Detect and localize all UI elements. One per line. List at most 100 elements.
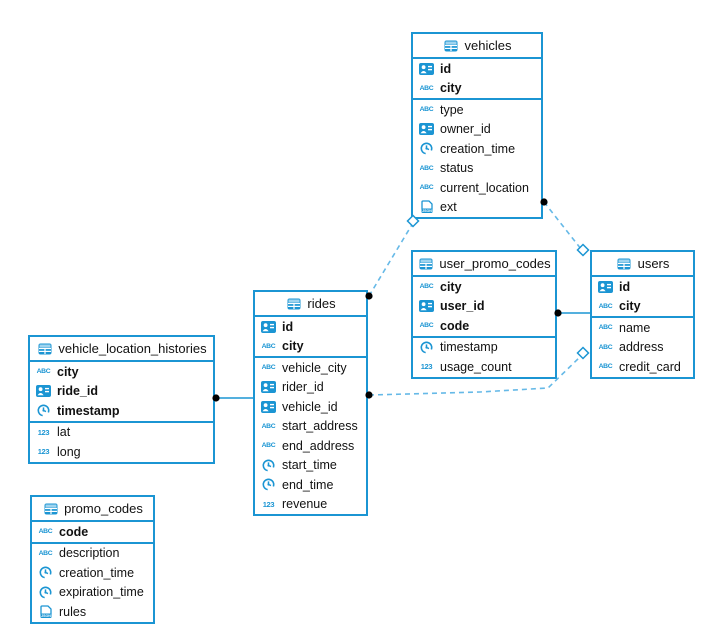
- table-title: users: [637, 256, 670, 271]
- text-icon: ABC: [419, 106, 434, 114]
- column-name: description: [59, 546, 120, 561]
- column-name: id: [282, 319, 294, 334]
- column-name: rider_id: [282, 380, 324, 395]
- text-icon: ABC: [261, 342, 276, 350]
- table-header[interactable]: users: [592, 252, 693, 277]
- id-icon: [260, 381, 277, 394]
- column-name: status: [440, 161, 474, 176]
- column-row-id[interactable]: id: [592, 277, 693, 297]
- column-row-owner_id[interactable]: owner_id: [413, 120, 541, 140]
- column-row-id[interactable]: id: [255, 317, 366, 337]
- text-icon: ABC: [38, 549, 53, 557]
- table-header[interactable]: vehicles: [413, 34, 541, 59]
- column-name: long: [57, 444, 81, 459]
- column-row-id[interactable]: id: [413, 59, 541, 79]
- column-name: end_address: [282, 438, 355, 453]
- column-row-timestamp[interactable]: timestamp: [30, 401, 213, 421]
- table-icon: [417, 258, 434, 270]
- column-name: lat: [57, 425, 71, 440]
- column-row-name[interactable]: ABC name: [592, 318, 693, 338]
- column-name: id: [440, 61, 452, 76]
- key-separator: [30, 420, 213, 423]
- table-icon: [616, 258, 633, 270]
- column-name: rules: [59, 604, 87, 619]
- table-header[interactable]: promo_codes: [32, 497, 153, 522]
- column-row-rules[interactable]: JSON rules: [32, 602, 153, 622]
- column-name: current_location: [440, 180, 529, 195]
- text-icon: ABC: [261, 422, 276, 430]
- column-row-creation_time[interactable]: creation_time: [32, 563, 153, 583]
- column-name: id: [619, 279, 631, 294]
- column-row-ext[interactable]: JSON ext: [413, 198, 541, 218]
- column-name: creation_time: [59, 565, 135, 580]
- column-name: ride_id: [57, 384, 98, 399]
- text-icon: ABC: [419, 322, 434, 330]
- column-name: timestamp: [57, 403, 120, 418]
- column-name: name: [619, 320, 651, 335]
- column-name: vehicle_city: [282, 360, 347, 375]
- table-title: promo_codes: [64, 501, 143, 516]
- number-icon: 123: [37, 447, 50, 457]
- id-icon: [418, 123, 435, 136]
- column-row-timestamp[interactable]: timestamp: [413, 338, 555, 358]
- time-icon: [418, 142, 435, 155]
- column-row-end_time[interactable]: end_time: [255, 475, 366, 495]
- json-icon: JSON: [418, 200, 435, 214]
- column-name: code: [59, 524, 89, 539]
- table-icon: [443, 40, 460, 52]
- column-row-start_time[interactable]: start_time: [255, 456, 366, 476]
- column-row-vehicle_id[interactable]: vehicle_id: [255, 397, 366, 417]
- key-separator: [592, 316, 693, 318]
- column-row-description[interactable]: ABC description: [32, 544, 153, 564]
- column-name: vehicle_id: [282, 399, 338, 414]
- column-name: revenue: [282, 497, 328, 512]
- time-icon: [37, 586, 54, 599]
- text-icon: ABC: [598, 324, 613, 332]
- text-icon: ABC: [261, 364, 276, 372]
- table-header[interactable]: rides: [255, 292, 366, 317]
- json-icon: JSON: [37, 605, 54, 619]
- column-row-ride_id[interactable]: ride_id: [30, 382, 213, 402]
- column-name: ext: [440, 200, 457, 215]
- table-header[interactable]: user_promo_codes: [413, 252, 555, 277]
- column-row-creation_time[interactable]: creation_time: [413, 139, 541, 159]
- column-row-expiration_time[interactable]: expiration_time: [32, 583, 153, 603]
- column-name: creation_time: [440, 141, 516, 156]
- column-name: city: [57, 364, 79, 379]
- id-icon: [597, 280, 614, 293]
- table-title: rides: [307, 296, 336, 311]
- svg-text:JSON: JSON: [422, 209, 432, 213]
- id-icon: [35, 385, 52, 398]
- column-name: start_time: [282, 458, 337, 473]
- column-row-rider_id[interactable]: rider_id: [255, 378, 366, 398]
- time-icon: [418, 341, 435, 354]
- column-row-user_id[interactable]: user_id: [413, 297, 555, 317]
- id-icon: [418, 62, 435, 75]
- table-header[interactable]: vehicle_location_histories: [30, 337, 213, 362]
- column-row-vehicle_city[interactable]: ABC vehicle_city: [255, 358, 366, 378]
- column-row-long[interactable]: 123 long: [30, 442, 213, 462]
